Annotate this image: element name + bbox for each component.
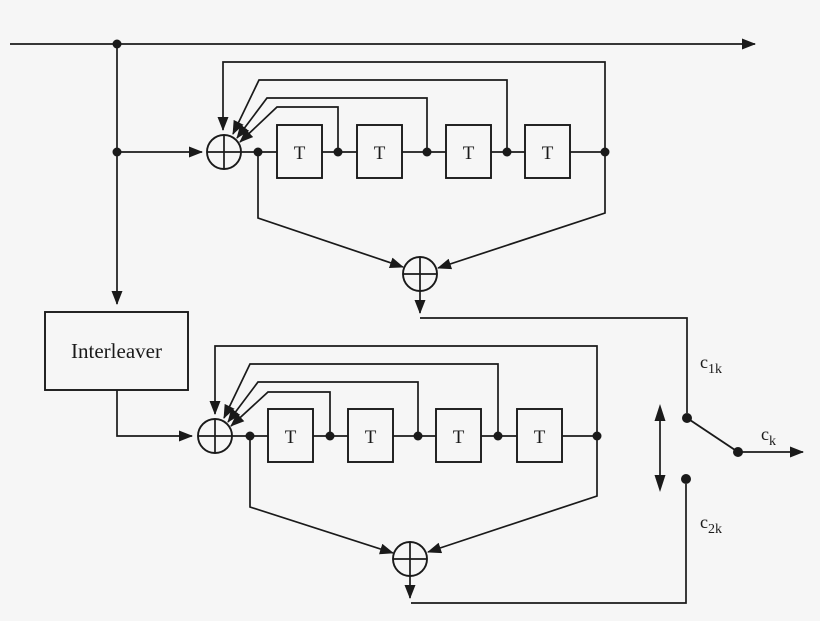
feedback-adder-1-xor-icon bbox=[206, 134, 242, 170]
enc2-feedback-t3 bbox=[223, 363, 499, 436]
enc2-delay-box-1 bbox=[267, 408, 314, 463]
label-c1k-sub: 1k bbox=[708, 362, 722, 377]
parity-adder-2-xor-icon bbox=[392, 541, 428, 577]
switch-arm bbox=[686, 417, 739, 453]
systematic-input-line bbox=[10, 38, 756, 305]
enc2-delay-label-4: T bbox=[534, 427, 546, 448]
label-ck-sub: k bbox=[769, 434, 776, 449]
enc1-parity-input-left bbox=[257, 152, 404, 269]
label-c1k-base: c bbox=[700, 352, 708, 372]
label-c1k: c1k bbox=[700, 352, 722, 377]
enc1-feedback-t3 bbox=[232, 79, 508, 152]
enc1-parity-input-right bbox=[437, 152, 606, 270]
feedback-adder-2-xor-icon bbox=[197, 418, 233, 454]
enc2-feedback-t4 bbox=[209, 345, 598, 436]
label-ck: ck bbox=[761, 424, 776, 449]
enc2-delay-box-4 bbox=[516, 408, 563, 463]
enc2-delay-label-1: T bbox=[285, 427, 297, 448]
enc2-delay-box-3 bbox=[435, 408, 482, 463]
enc1-feedback-t1 bbox=[239, 106, 339, 152]
switch-contact-c2k-dot bbox=[681, 474, 691, 484]
label-c2k-sub: 2k bbox=[708, 522, 722, 537]
enc1-delay-label-1: T bbox=[294, 143, 306, 164]
enc2-feedback-t1 bbox=[230, 391, 331, 436]
interleaver-to-encoder2-arrow bbox=[116, 390, 193, 442]
label-ck-base: c bbox=[761, 424, 769, 444]
enc1-delay-box-1 bbox=[276, 124, 323, 179]
enc1-delay-label-2: T bbox=[374, 143, 386, 164]
rsc-encoder-2: T T T T bbox=[197, 345, 687, 604]
enc2-delay-box-2 bbox=[347, 408, 394, 463]
interleaver-box bbox=[44, 311, 189, 391]
enc2-feedback-t2 bbox=[227, 381, 419, 436]
switch-toggle-arrow-icon bbox=[654, 404, 666, 492]
enc1-feedback-t4 bbox=[217, 61, 606, 152]
parity-adder-1-xor-icon bbox=[402, 256, 438, 292]
interleaver-label: Interleaver bbox=[71, 339, 162, 363]
enc1-feedback-t2 bbox=[236, 97, 428, 152]
label-c2k-base: c bbox=[700, 512, 708, 532]
interleaver: Interleaver bbox=[44, 311, 193, 442]
output-switch bbox=[654, 404, 804, 492]
label-c2k: c2k bbox=[700, 512, 722, 537]
enc1-delay-label-4: T bbox=[542, 143, 554, 164]
enc2-parity-input-right bbox=[427, 436, 598, 554]
enc2-delay-label-2: T bbox=[365, 427, 377, 448]
enc2-parity-to-switch-wire bbox=[411, 484, 687, 604]
enc1-delay-label-3: T bbox=[463, 143, 475, 164]
enc1-parity-to-switch-wire bbox=[420, 317, 688, 413]
rsc-encoder-1: T T T T bbox=[206, 61, 688, 413]
enc2-parity-input-left bbox=[249, 436, 394, 555]
enc1-delay-box-4 bbox=[524, 124, 571, 179]
enc2-delay-label-3: T bbox=[453, 427, 465, 448]
